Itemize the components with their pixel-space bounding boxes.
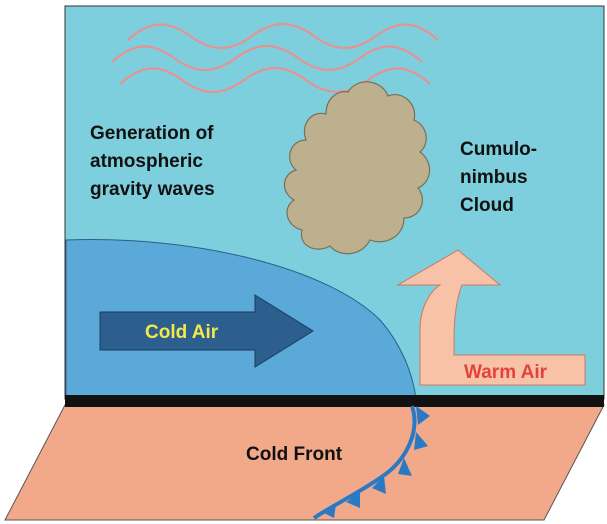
cold-air-arrow (99, 294, 314, 368)
front-triangle (322, 504, 336, 518)
cold-front-label: Cold Front (246, 444, 343, 465)
front-triangle (414, 432, 428, 450)
gravity-waves (111, 23, 439, 93)
front-triangle (372, 476, 386, 494)
front-triangle (398, 458, 412, 476)
front-triangle (416, 406, 430, 425)
warm-air-label: Warm Air (464, 362, 548, 383)
front-triangle (346, 492, 360, 508)
wave-line-3 (119, 67, 431, 93)
gravity-waves-label: Generation of atmospheric gravity waves (90, 123, 219, 200)
wave-line-1 (127, 23, 439, 49)
cloud-label: Cumulo- nimbus Cloud (460, 139, 542, 216)
cold-air-label: Cold Air (145, 322, 219, 343)
cumulonimbus-cloud (283, 81, 431, 255)
warm-air-arrow (396, 249, 586, 386)
ground-edge (65, 395, 604, 407)
cold-front-line (312, 405, 430, 520)
wave-line-2 (111, 45, 423, 71)
